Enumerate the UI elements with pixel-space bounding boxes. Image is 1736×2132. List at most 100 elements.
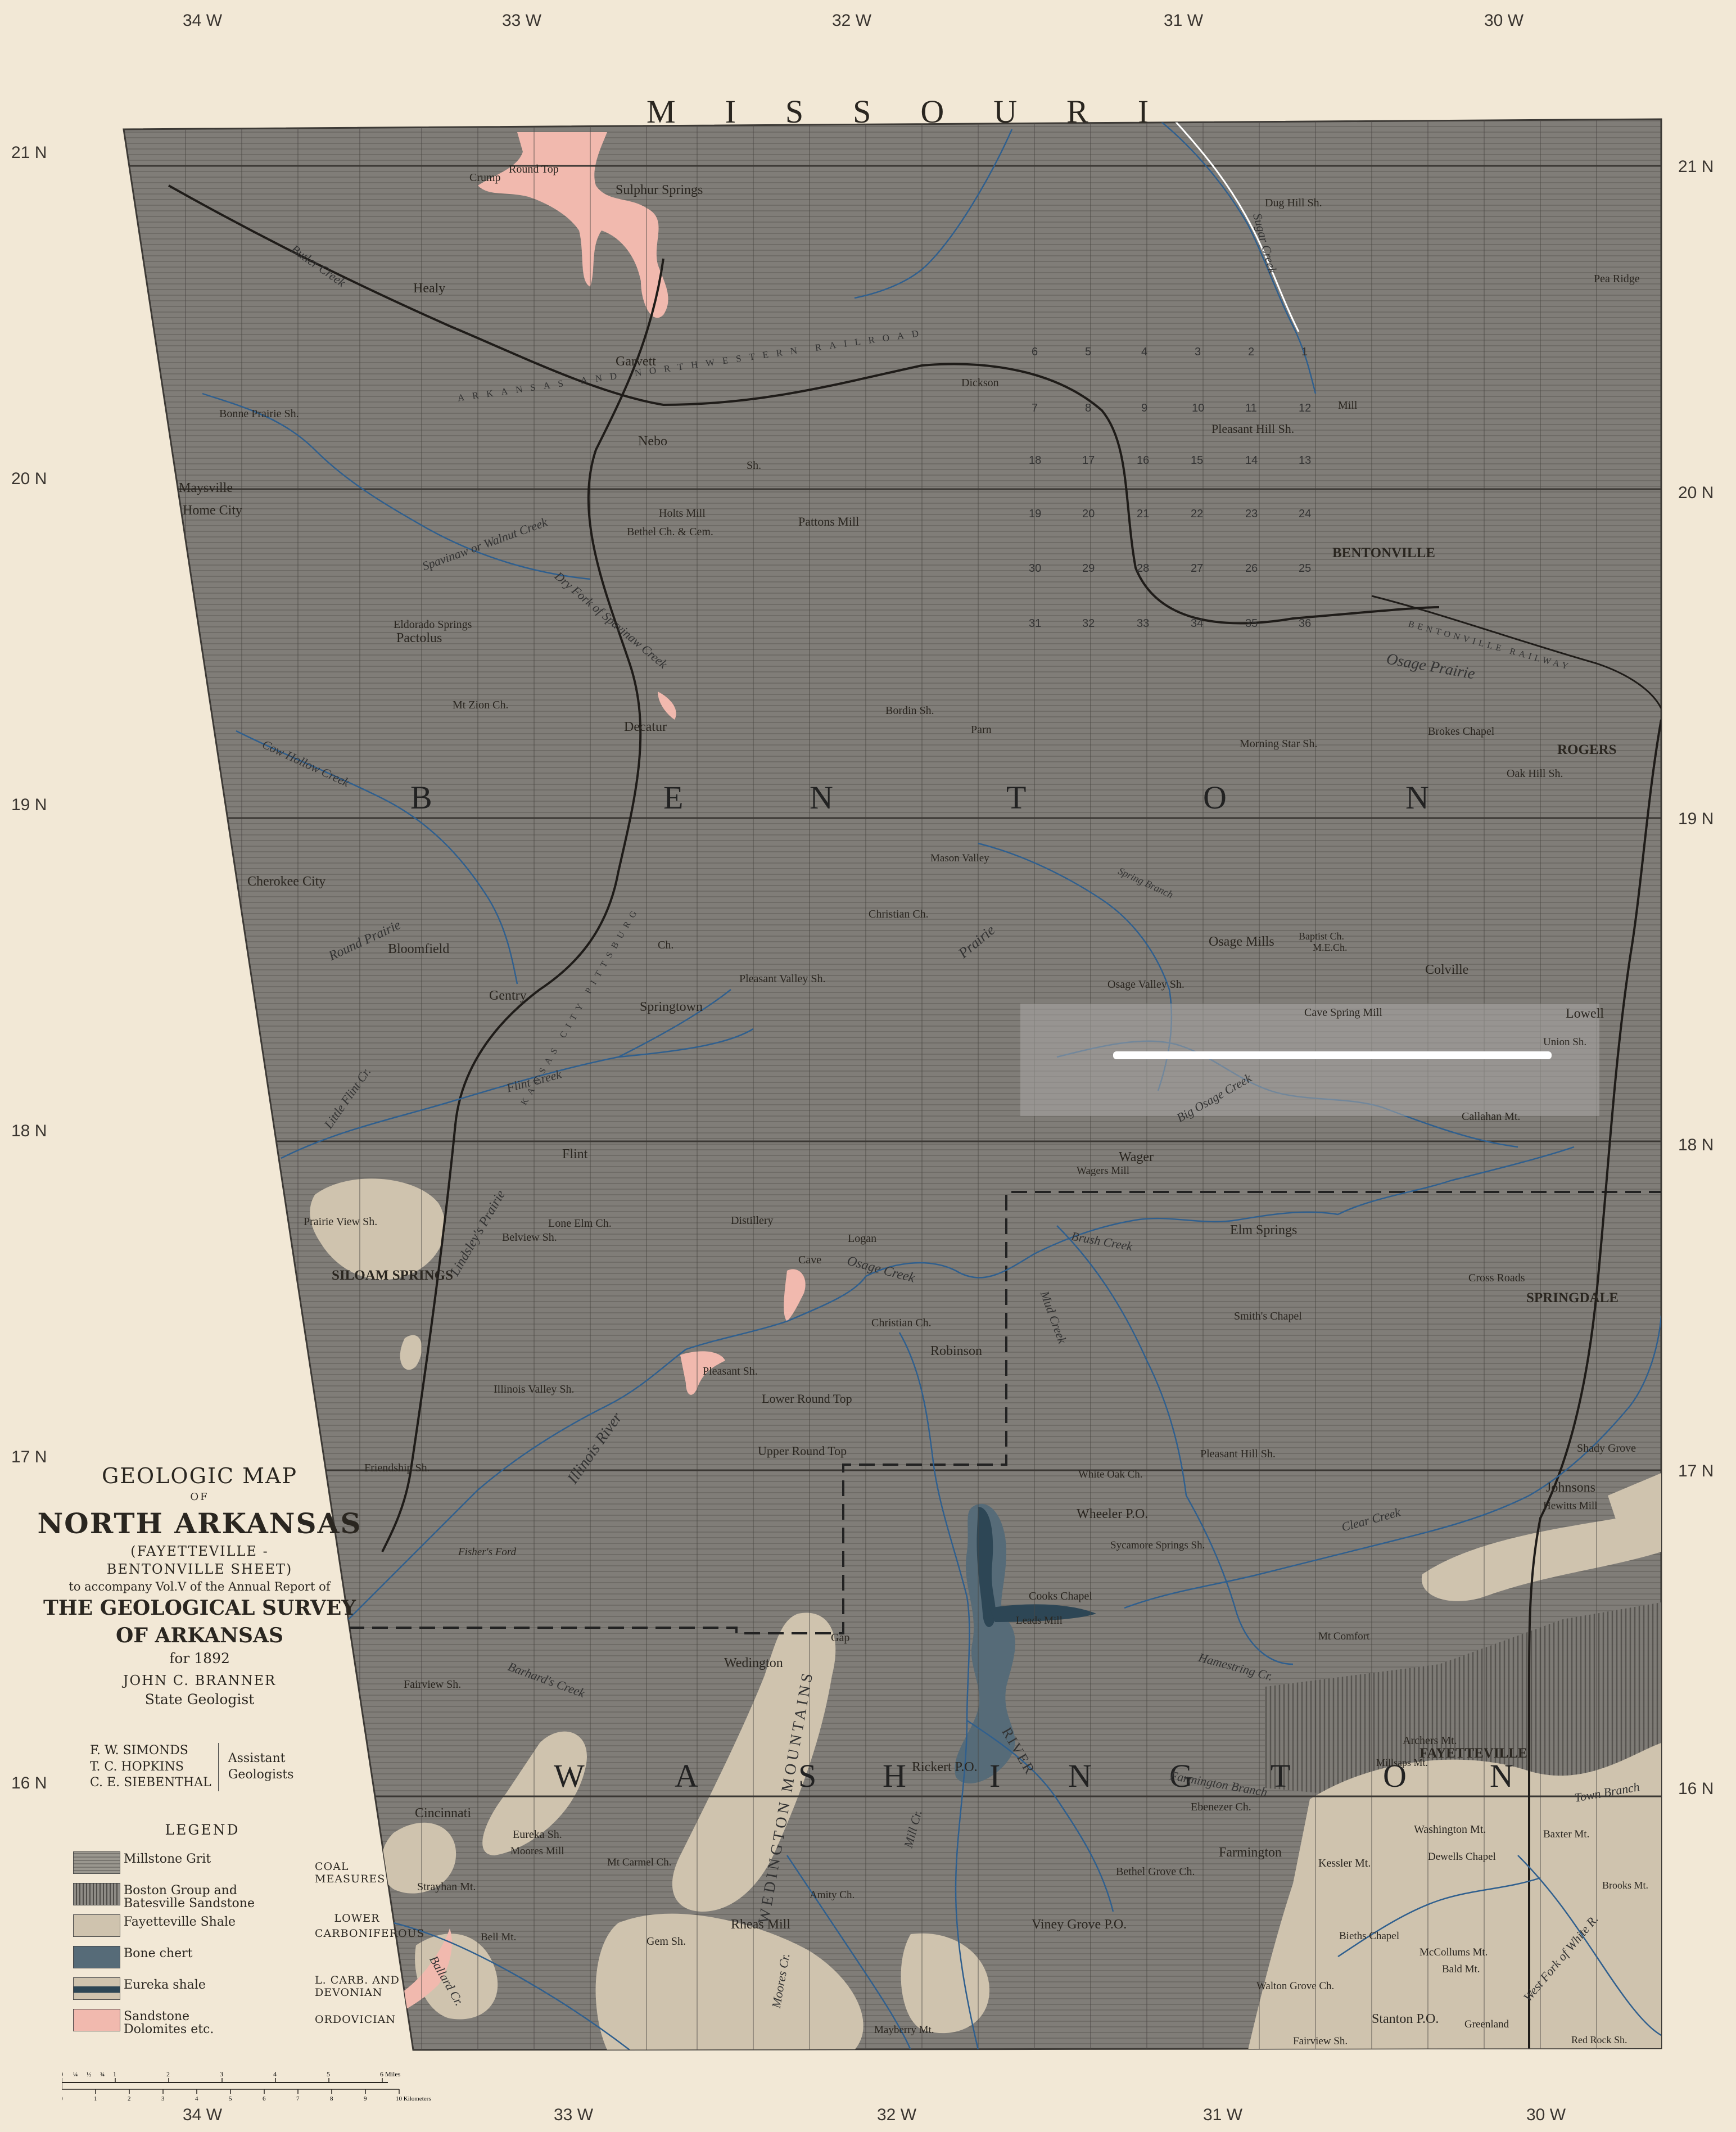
- scale-mile-frac: ¾: [100, 2071, 105, 2078]
- legend-label-line: Dolomites etc.: [124, 2022, 214, 2037]
- town-cave: Cave: [798, 1254, 822, 1266]
- town-cave-spring: Cave Spring Mill: [1304, 1006, 1382, 1019]
- sandstone-area-illinois-2: [680, 1351, 725, 1395]
- title-line9: for 1892: [169, 1650, 230, 1667]
- town-bordin: Bordin Sh.: [885, 704, 934, 717]
- town-eureka: Eureka Sh.: [513, 1828, 562, 1841]
- title-line6: to accompany Vol.V of the Annual Report …: [69, 1579, 331, 1593]
- railroad-st-louis-sf: [1527, 719, 1661, 2050]
- grid-left-18n: 18 N: [11, 1122, 47, 1140]
- grid-top-30w: 30 W: [1484, 11, 1524, 30]
- town-ch: Ch.: [658, 939, 674, 951]
- section-number: 20: [1082, 508, 1095, 520]
- town-wager: Wager: [1119, 1150, 1154, 1164]
- town-union-sh: Union Sh.: [1543, 1036, 1587, 1048]
- title-line8: OF ARKANSAS: [116, 1623, 283, 1647]
- town-distillery: Distillery: [731, 1214, 774, 1227]
- legend-label-line: Sandstone: [124, 2009, 190, 2023]
- town-lone-elm: Lone Elm Ch.: [548, 1217, 612, 1230]
- county-wash-i: I: [989, 1758, 1001, 1794]
- town-bloomfield: Bloomfield: [388, 942, 450, 956]
- section-number: 29: [1082, 562, 1095, 575]
- section-number: 31: [1029, 617, 1042, 630]
- town-springtown: Springtown: [640, 1000, 703, 1014]
- legend-label: Bone chert: [124, 1946, 193, 1961]
- scale-bar: 0 ¼ ½ ¾ 1 2 3 4 5 6 Miles 0 1 2 3 4 5 6 …: [62, 2070, 431, 2102]
- section-number: 13: [1299, 454, 1312, 467]
- town-bethel-ch: Bethel Ch. & Cem.: [627, 526, 713, 538]
- town-crump: Crump: [469, 171, 501, 184]
- section-number: 24: [1299, 508, 1312, 520]
- town-mason-valley: Mason Valley: [930, 852, 989, 864]
- section-number: 8: [1085, 402, 1092, 414]
- town-siloam-springs: SILOAM SPRINGS: [332, 1268, 454, 1283]
- legend-label: Millstone Grit: [124, 1852, 211, 1866]
- fayetteville-shale-1: [1421, 1512, 1661, 1601]
- section-number: 15: [1191, 454, 1204, 467]
- town-gap: Gap: [831, 1632, 850, 1644]
- town-lowell: Lowell: [1566, 1006, 1604, 1021]
- section-number: 4: [1141, 346, 1148, 358]
- legend-label-line: Boston Group and: [124, 1883, 237, 1898]
- section-number: 18: [1029, 454, 1042, 467]
- town-sulphur-springs: Sulphur Springs: [616, 183, 703, 197]
- section-number: 22: [1191, 508, 1204, 520]
- scale-mile-tick: 3: [220, 2070, 223, 2078]
- bone-chert-area: [955, 1503, 1015, 1784]
- title-line2: OF: [190, 1491, 209, 1503]
- town-rogers: ROGERS: [1557, 742, 1617, 757]
- town-mt-comfort: Mt Comfort: [1318, 1630, 1370, 1642]
- town-viney-grove: Viney Grove P.O.: [1032, 1917, 1127, 1932]
- scale-km-tick: 8: [330, 2095, 333, 2102]
- county-wash-t: T: [1271, 1758, 1291, 1794]
- town-mt-carmel: Mt Carmel Ch.: [607, 1857, 672, 1868]
- legend-item-millstone: Millstone Grit COAL MEASURES: [67, 1848, 416, 1885]
- county-boundary: [349, 1191, 1661, 1634]
- section-number: 9: [1141, 402, 1148, 414]
- town-maysville: Maysville: [179, 481, 233, 495]
- staff-role: Assistant Geologists: [223, 1751, 294, 1783]
- section-number: 10: [1192, 402, 1205, 414]
- town-bald: Bald Mt.: [1442, 1963, 1480, 1975]
- grid-left-17n: 17 N: [11, 1448, 47, 1466]
- town-bell-mt: Bell Mt.: [481, 1931, 517, 1943]
- legend-label-line: Batesville Sandstone: [124, 1896, 255, 1911]
- grid-left-21n: 21 N: [11, 143, 47, 162]
- town-illinois-valley: Illinois Valley Sh.: [494, 1383, 575, 1395]
- scale-km-tick: 9: [364, 2095, 367, 2102]
- section-number: 35: [1245, 617, 1258, 630]
- eureka-shale-area: [976, 1507, 996, 1627]
- section-number: 30: [1029, 562, 1042, 575]
- section-number: 34: [1191, 617, 1204, 630]
- scale-mile-tick: 0: [62, 2070, 63, 2078]
- grid-bottom-31w: 31 W: [1203, 2106, 1243, 2124]
- legend-swatch: [73, 1977, 120, 2000]
- town-millsaps-mt: Millsaps Mt.: [1376, 1757, 1428, 1768]
- town-fairview-2: Fairview Sh.: [1293, 2035, 1348, 2047]
- town-cross-roads: Cross Roads: [1468, 1272, 1525, 1284]
- town-garvett: Garvett: [616, 354, 656, 369]
- town-rheas-mill: Rheas Mill: [731, 1917, 790, 1932]
- sandstone-area-illinois-1: [658, 692, 676, 720]
- town-pleasant-valley: Pleasant Valley Sh.: [739, 973, 826, 985]
- grid-right-17n: 17 N: [1678, 1462, 1714, 1480]
- railroad-bentonville: [1371, 595, 1661, 709]
- scale-km-tick: 3: [161, 2095, 165, 2102]
- title-line7: THE GEOLOGICAL SURVEY: [43, 1596, 356, 1620]
- grid-left-19n: 19 N: [11, 796, 47, 814]
- legend-item-eureka: Eureka shale L. CARB. AND DEVONIAN: [67, 1974, 416, 2005]
- town-smiths-chapel: Smith's Chapel: [1234, 1310, 1302, 1322]
- town-pattons-mill: Pattons Mill: [798, 514, 860, 529]
- grid-right-21n: 21 N: [1678, 157, 1714, 176]
- legend-group: COAL MEASURES: [315, 1860, 386, 1885]
- town-amity: Amity Ch.: [810, 1889, 855, 1901]
- section-number: 11: [1245, 402, 1257, 414]
- fayetteville-shale-6: [381, 1822, 456, 1894]
- town-parn: Parn: [971, 724, 992, 736]
- town-round-top: Round Top: [509, 163, 559, 175]
- town-callahan: Callahan Mt.: [1462, 1110, 1521, 1123]
- section-number: 27: [1191, 562, 1204, 575]
- town-gentry: Gentry: [489, 988, 527, 1003]
